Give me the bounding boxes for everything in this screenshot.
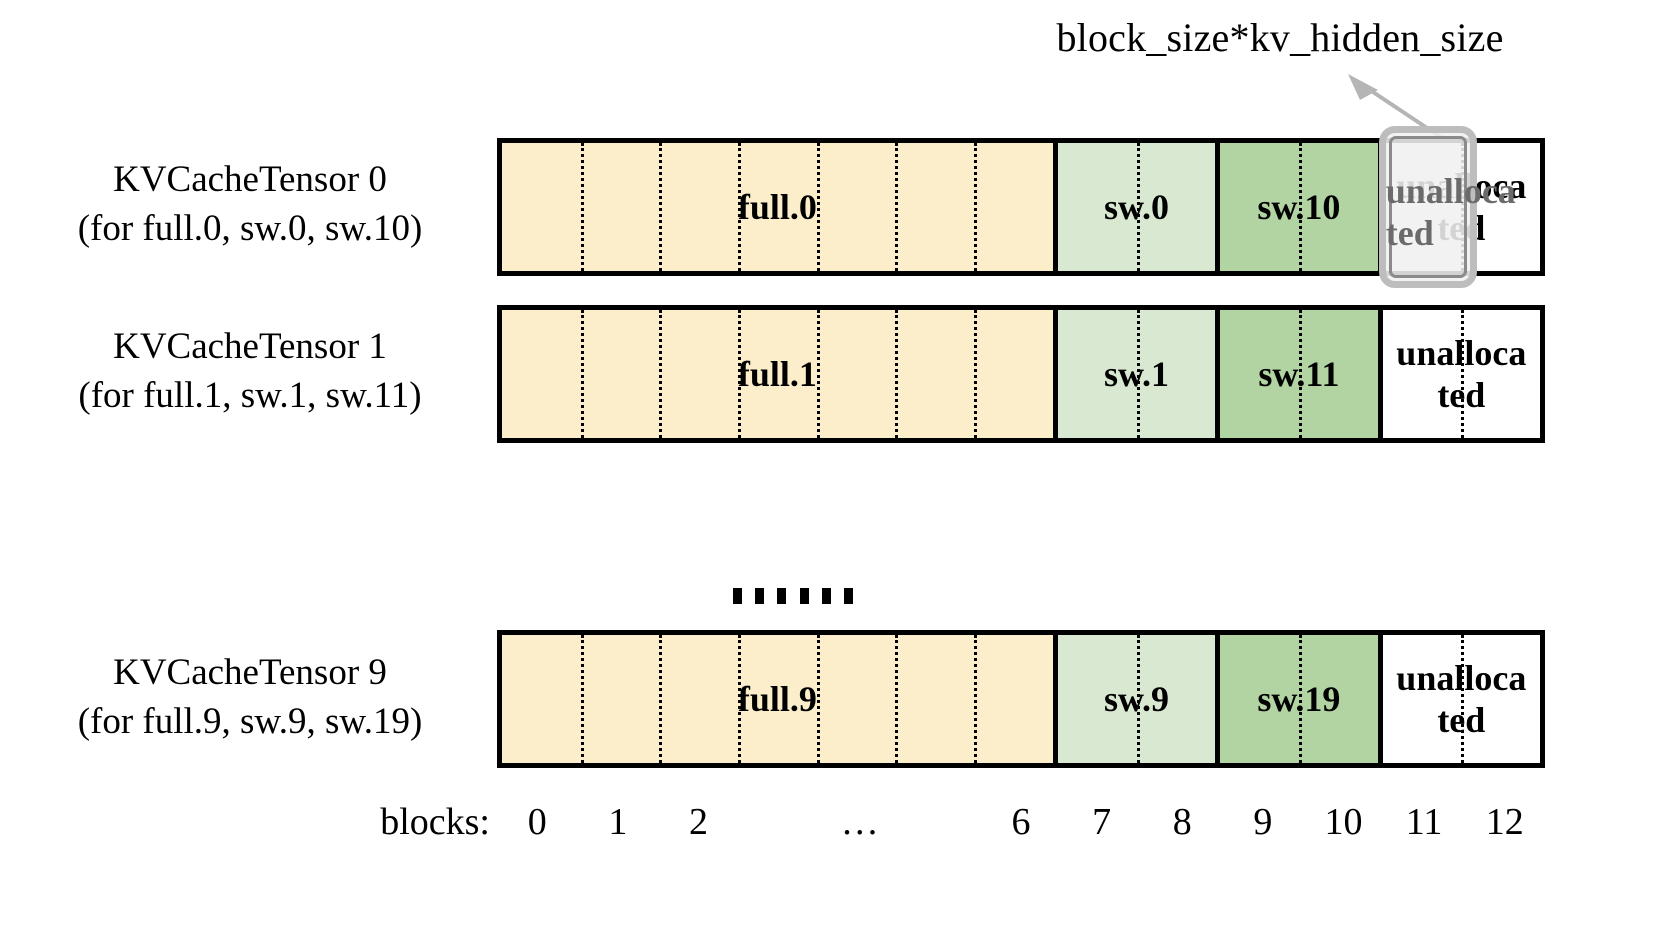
- blocks-axis-tick: 8: [1172, 801, 1192, 843]
- block-highlight-inner-border: [1388, 136, 1468, 278]
- block-divider: [974, 635, 978, 763]
- blocks-axis-tick: 6: [1011, 801, 1031, 843]
- ellipsis-dot: [777, 588, 787, 604]
- block-divider: [816, 143, 820, 271]
- blocks-axis-tick: 9: [1253, 801, 1273, 843]
- tensor-cell-label: sw.1: [1104, 354, 1170, 394]
- blocks-axis-tick: 1: [608, 801, 628, 843]
- blocks-axis-tick: 2: [689, 801, 709, 843]
- block-divider: [580, 635, 584, 763]
- block-divider: [816, 635, 820, 763]
- ellipsis-dot: [755, 588, 765, 604]
- tensor-cell-label: full.0: [737, 187, 817, 227]
- block-divider: [974, 310, 978, 438]
- block-divider: [895, 310, 899, 438]
- blocks-axis-tick: …: [840, 801, 879, 843]
- tensor-cell-sw-dark[interactable]: sw.19: [1215, 635, 1378, 763]
- tensor-cell-sw-dark[interactable]: sw.11: [1215, 310, 1378, 438]
- tensor-bar: full.0sw.0sw.10unalloca ted: [497, 138, 1545, 276]
- tensor-cell-label: sw.9: [1104, 679, 1170, 719]
- tensor-cell-full[interactable]: full.1: [502, 310, 1053, 438]
- annotation-label: block_size*kv_hidden_size: [1056, 15, 1504, 60]
- tensor-row-label: KVCacheTensor 0 (for full.0, sw.0, sw.10): [20, 155, 480, 253]
- tensor-cell-full[interactable]: full.9: [502, 635, 1053, 763]
- tensor-cell-label: sw.19: [1257, 679, 1341, 719]
- tensor-row-label-line2: (for full.9, sw.9, sw.19): [77, 701, 423, 742]
- tensor-cell-sw-dark[interactable]: sw.10: [1215, 143, 1378, 271]
- blocks-axis-tick: 7: [1092, 801, 1112, 843]
- rows-ellipsis: [733, 586, 853, 606]
- blocks-axis-tick: 10: [1324, 801, 1363, 843]
- tensor-cell-label: unalloca ted: [1396, 333, 1527, 415]
- tensor-row-label: KVCacheTensor 1 (for full.1, sw.1, sw.11): [20, 322, 480, 420]
- block-divider: [895, 143, 899, 271]
- tensor-cell-sw-light[interactable]: sw.0: [1052, 143, 1216, 271]
- blocks-axis-tick: 11: [1405, 801, 1443, 843]
- ellipsis-dot: [733, 588, 742, 604]
- tensor-cell-label: unalloca ted: [1396, 658, 1527, 740]
- block-divider: [580, 143, 584, 271]
- block-divider: [895, 635, 899, 763]
- tensor-cell-label: sw.11: [1258, 354, 1340, 394]
- block-divider: [816, 310, 820, 438]
- tensor-cell-unallocated[interactable]: unalloca ted: [1377, 635, 1541, 763]
- ellipsis-dot: [799, 588, 809, 604]
- tensor-row-label-line1: KVCacheTensor 9: [113, 652, 387, 693]
- block-divider: [659, 635, 663, 763]
- tensor-row-label-line1: KVCacheTensor 0: [113, 159, 387, 200]
- block-divider: [580, 310, 584, 438]
- block-highlight-box: [1378, 126, 1478, 288]
- block-divider: [659, 143, 663, 271]
- tensor-row-label-line2: (for full.0, sw.0, sw.10): [77, 208, 423, 249]
- ellipsis-dot: [821, 588, 831, 604]
- blocks-axis-title: blocks:: [380, 801, 490, 843]
- blocks-axis-tick: 0: [527, 801, 547, 843]
- tensor-cell-sw-light[interactable]: sw.9: [1052, 635, 1216, 763]
- block-divider: [974, 143, 978, 271]
- tensor-cell-label: full.9: [737, 679, 817, 719]
- tensor-cell-label: full.1: [737, 354, 817, 394]
- tensor-row-label-line1: KVCacheTensor 1: [113, 326, 387, 367]
- tensor-row-label-line2: (for full.1, sw.1, sw.11): [78, 375, 422, 416]
- tensor-bar: full.1 sw.1 sw.11 unalloca ted: [497, 305, 1545, 443]
- ellipsis-dot: [843, 588, 853, 604]
- tensor-cell-sw-light[interactable]: sw.1: [1052, 310, 1216, 438]
- blocks-axis-tick: 12: [1485, 801, 1524, 843]
- tensor-row-label: KVCacheTensor 9 (for full.9, sw.9, sw.19): [20, 648, 480, 746]
- tensor-cell-label: sw.10: [1257, 187, 1341, 227]
- tensor-cell-unallocated[interactable]: unalloca ted: [1377, 310, 1541, 438]
- tensor-cell-full[interactable]: full.0: [502, 143, 1053, 271]
- block-divider: [659, 310, 663, 438]
- tensor-cell-label: sw.0: [1104, 187, 1170, 227]
- tensor-bar: full.9 sw.9 sw.19 unalloca ted: [497, 630, 1545, 768]
